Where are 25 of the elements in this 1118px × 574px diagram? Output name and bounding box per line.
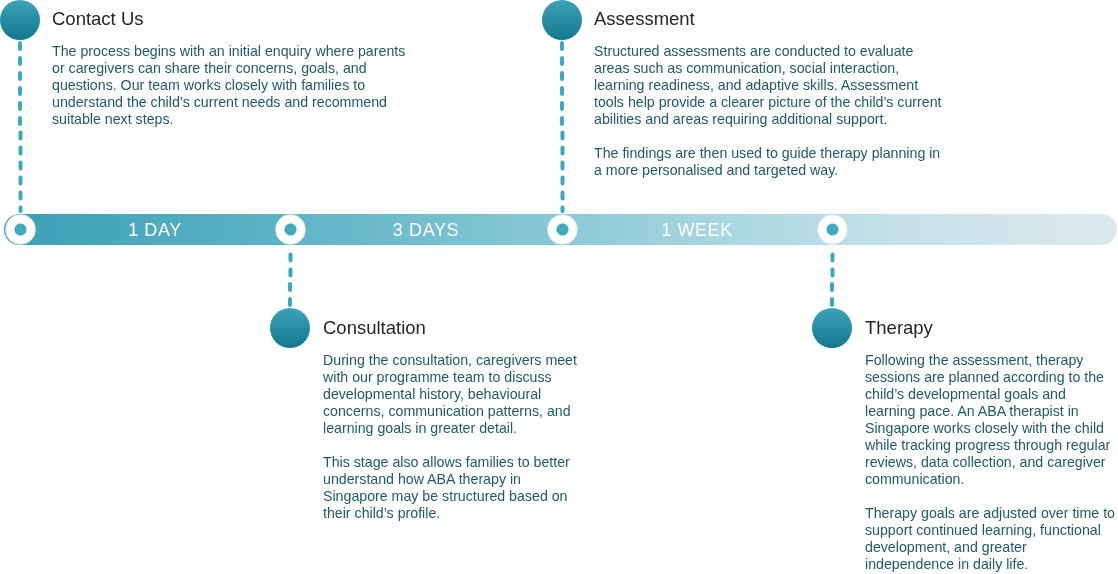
milestone-circle [270,308,310,348]
timeline-marker [547,214,578,245]
timeline-marker [5,214,36,245]
duration-label: 1 WEEK [661,219,733,240]
step-description: Therapy goals are adjusted over time to support continued learning, functional development, and greater independence in daily life. [865,505,1116,573]
duration-label: 3 DAYS [392,219,460,240]
step-description: The process begins with an initial enquiry where parents or caregivers can share their concerns, goals, and questions. Our team works closely with families to understand the child’s current needs and recommend suitable next steps. [52,43,407,128]
milestone-circle [812,308,852,348]
step-description: The findings are then used to guide therapy planning in a more personalised and targeted way. [594,145,942,179]
timeline-bar [4,214,1117,245]
duration-label: 1 DAY [128,219,182,240]
step-description: This stage also allows families to better understand how ABA therapy in Singapore may be structured based on their child’s profile. [323,454,571,522]
step-description: During the consultation, caregivers meet with our programme team to discuss developmental history, behavioural concerns, communication patterns, and learning goals in greater detail. [323,352,578,437]
dashed-connector [560,41,565,213]
milestone-circle [0,0,40,40]
timeline-marker [275,214,306,245]
milestone-circle [542,0,582,40]
step-description: Structured assessments are conducted to evaluate areas such as communication, social interaction, learning readiness, and adaptive skills. Assessment tools help provide a clearer picture of the child’s current abilities and areas requiring additional support. [594,43,943,128]
step-heading: Assessment [594,8,695,30]
timeline-marker [817,214,848,245]
step-heading: Contact Us [52,8,144,30]
dashed-connector [18,41,23,213]
step-heading: Consultation [323,317,426,339]
step-heading: Therapy [865,317,933,339]
step-description: Following the assessment, therapy sessions are planned according to the child’s developmental goals and learning pace. An ABA therapist in Singapore works closely with the child while tracking progress through regular reviews, data collection, and caregiver communication. [865,352,1112,488]
